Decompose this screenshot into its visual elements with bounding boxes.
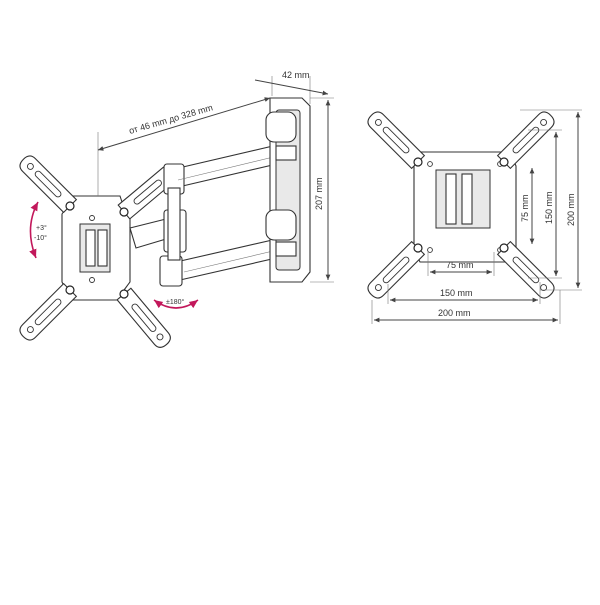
dim-depth: 42 mm [254,70,329,104]
vesa-75-v-label: 75 mm [520,194,530,222]
depth-label: 42 mm [282,70,310,80]
arm-mount-drawing: 42 mm от 46 mm до 328 mm 207 mm +3° -10°… [16,70,334,351]
wall-plate [265,97,311,283]
height-label: 207 mm [314,177,324,210]
swivel-label: ±180° [166,298,185,306]
vesa-200-v-label: 200 mm [566,193,576,226]
dim-vesa-150-v: 150 mm [528,129,562,279]
tilt-indicator: +3° -10° [29,201,47,259]
vesa-150-h-label: 150 mm [440,288,473,298]
tilt-up-label: +3° [36,224,47,232]
vesa-75-h-label: 75 mm [446,260,474,270]
dim-vesa-200-v: 200 mm [520,109,582,291]
tilt-down-label: -10° [34,234,47,242]
dim-vesa-200-h: 200 mm [371,290,561,324]
vesa-150-v-label: 150 mm [544,191,554,224]
swivel-indicator: ±180° [153,298,199,309]
vesa-front-drawing: 75 mm 150 mm 200 mm 75 mm 150 mm [364,108,582,324]
dim-vesa-75-v: 75 mm [520,168,535,244]
vesa-200-h-label: 200 mm [438,308,471,318]
dim-vesa-150-h: 150 mm [387,282,541,304]
dim-vesa-75-h: 75 mm [427,252,495,276]
dim-height: 207 mm [310,97,334,283]
tv-plate [61,195,131,301]
vesa-plate [413,151,517,263]
